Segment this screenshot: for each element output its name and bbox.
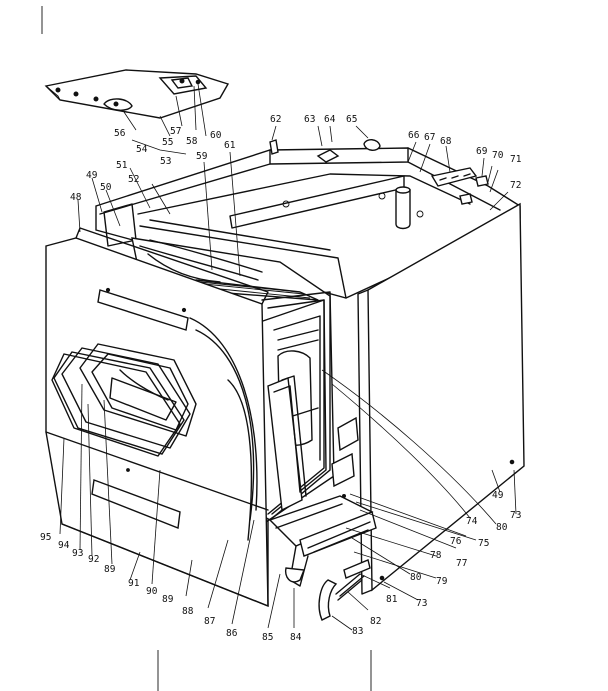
label-87: 87: [204, 616, 215, 627]
label-73-lower: 73: [416, 598, 427, 609]
label-92: 92: [88, 554, 99, 565]
label-86: 86: [226, 628, 238, 639]
label-57: 57: [170, 126, 181, 137]
label-50-top: 50: [100, 182, 112, 193]
label-95: 95: [40, 532, 51, 543]
label-83: 83: [352, 626, 363, 637]
label-79: 79: [436, 576, 448, 587]
label-66: 66: [408, 130, 420, 141]
label-91: 91: [128, 578, 140, 589]
label-69: 69: [476, 146, 488, 157]
label-54: 54: [136, 144, 148, 155]
label-75: 75: [478, 538, 489, 549]
label-58: 58: [186, 136, 198, 147]
label-82: 82: [370, 616, 381, 627]
part-number-labels: 56 57 58 54 55 53 59 60 61 62 63 64 65 6…: [40, 114, 522, 643]
label-52: 52: [128, 174, 139, 185]
label-53: 53: [160, 156, 171, 167]
label-59: 59: [196, 151, 208, 162]
label-68: 68: [440, 136, 452, 147]
label-89-front: 89: [104, 564, 116, 575]
label-62: 62: [270, 114, 281, 125]
top-hardware: [269, 139, 489, 205]
label-80-side: 80: [496, 522, 508, 533]
label-49-top: 49: [86, 170, 98, 181]
label-90: 90: [146, 586, 158, 597]
label-51: 51: [116, 160, 128, 171]
label-61: 61: [224, 140, 236, 151]
label-55: 55: [162, 137, 173, 148]
label-67: 67: [424, 132, 435, 143]
label-80-lower: 80: [410, 572, 422, 583]
label-94: 94: [58, 540, 70, 551]
label-64: 64: [324, 114, 336, 125]
curved-trim: [189, 317, 258, 541]
right-side-panel: [357, 202, 525, 595]
top-cover-panel: [44, 69, 230, 119]
label-78: 78: [430, 550, 442, 561]
vent-tube: [395, 186, 411, 230]
door-latch-strip: [267, 375, 307, 512]
label-81: 81: [386, 594, 398, 605]
label-49-side: 49: [492, 490, 504, 501]
label-65: 65: [346, 114, 357, 125]
label-48: 48: [70, 192, 82, 203]
label-73-side: 73: [510, 510, 521, 521]
label-85: 85: [262, 632, 273, 643]
label-76: 76: [450, 536, 462, 547]
label-70: 70: [492, 150, 504, 161]
label-84: 84: [290, 632, 302, 643]
label-71: 71: [510, 154, 522, 165]
label-74: 74: [466, 516, 478, 527]
leader-lines: [59, 83, 517, 631]
label-72: 72: [510, 180, 521, 191]
label-56: 56: [114, 128, 126, 139]
label-93: 93: [72, 548, 83, 559]
label-63: 63: [304, 114, 315, 125]
label-89-lower: 89: [162, 594, 174, 605]
label-88: 88: [182, 606, 194, 617]
oven-door-window: [51, 343, 197, 457]
side-hinge-plates: [331, 416, 359, 498]
label-60: 60: [210, 130, 222, 141]
lower-hinge-brackets: [268, 495, 377, 621]
label-77: 77: [456, 558, 467, 569]
